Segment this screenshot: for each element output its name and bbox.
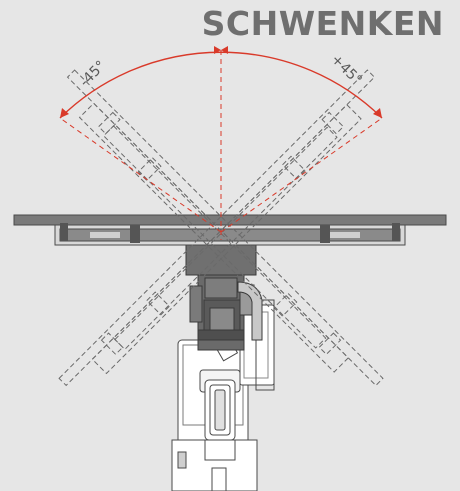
gearbox [185,224,263,351]
arrowhead-right [373,108,382,118]
arrowhead-center-right [221,46,228,54]
page-title: SCHWENKEN [201,4,444,43]
horizontal-beam [13,214,447,246]
arc-arrowheads [60,46,382,118]
swivel-angle-indicator [59,50,383,240]
arrowhead-center-left [214,46,221,54]
side-panel [239,299,275,391]
arrowhead-left [60,108,69,118]
plus-45-line [220,117,383,233]
machine-body [171,336,258,491]
minus-45-line [59,117,222,233]
